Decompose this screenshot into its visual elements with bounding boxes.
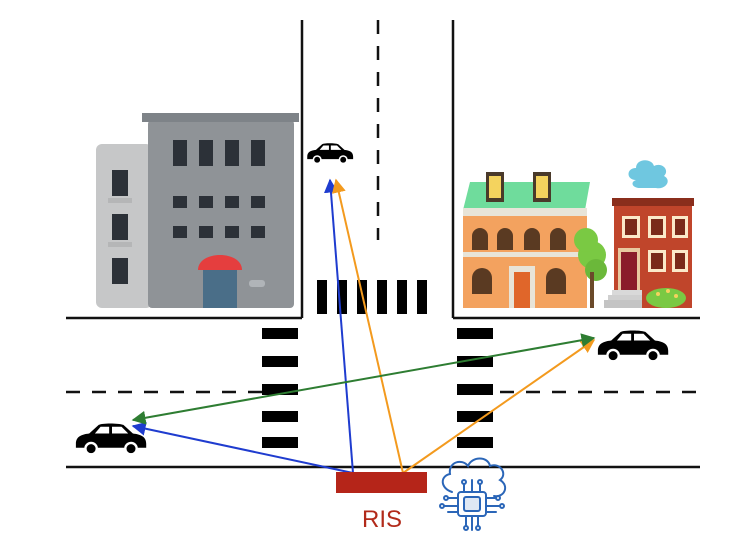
car-icon-left-lane	[74, 422, 148, 456]
car-icon-top-vertical-road	[306, 142, 354, 165]
orange-link-to-top-car	[331, 178, 404, 474]
office-building-icon	[96, 113, 299, 308]
green-link-between-cars	[131, 333, 596, 425]
blue-link-to-left-car	[131, 421, 354, 474]
car-icon-right-lane	[596, 329, 670, 363]
ris-panel	[336, 472, 427, 493]
crosswalk-right	[457, 328, 493, 448]
crosswalk-top	[317, 280, 427, 314]
circuit-chip-icon	[439, 457, 507, 531]
road-network	[66, 20, 700, 469]
townhouse-icon	[604, 160, 694, 308]
ris-links	[131, 178, 596, 474]
orange-link-to-right-car	[402, 339, 596, 474]
house-icon	[463, 172, 607, 308]
blue-link-to-top-car	[324, 178, 354, 474]
ris-label: RIS	[361, 506, 402, 533]
crosswalk-left	[262, 328, 298, 448]
